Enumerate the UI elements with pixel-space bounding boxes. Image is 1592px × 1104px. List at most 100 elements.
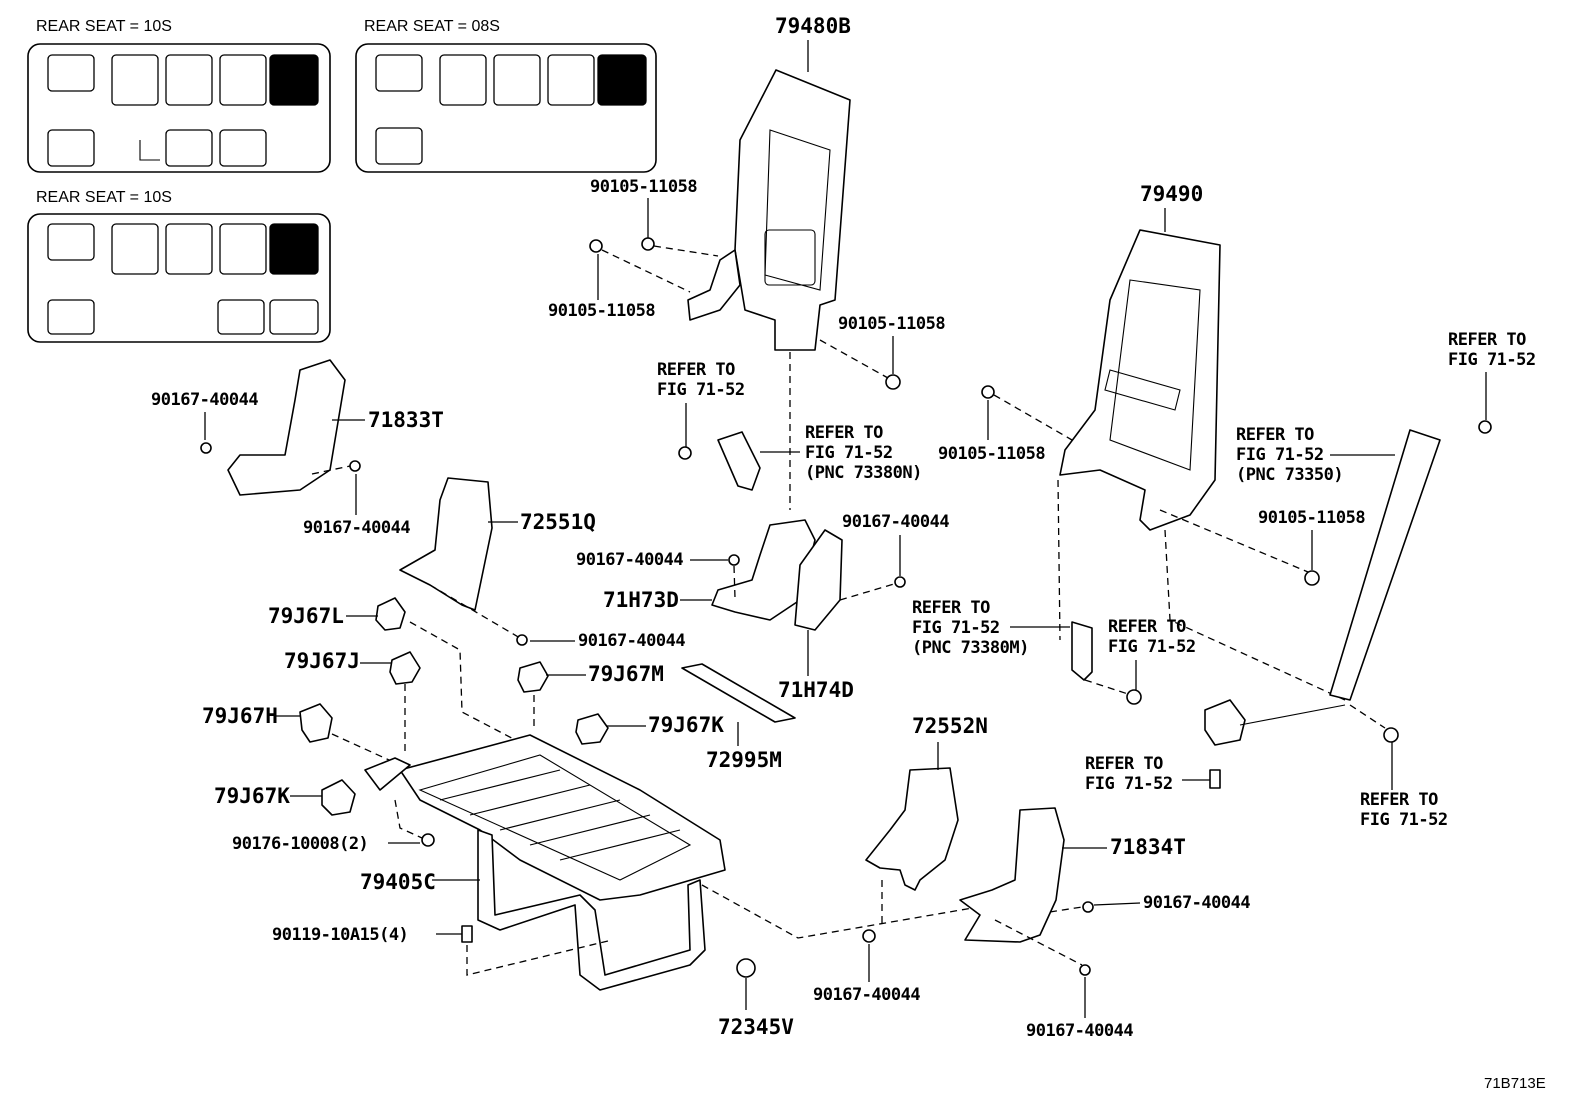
part-label: 90105-11058 <box>838 314 945 334</box>
part-label: 79J67K <box>648 713 724 737</box>
frame-inner <box>1109 279 1201 471</box>
cover-72552N <box>865 767 959 891</box>
assembly-line <box>394 799 423 839</box>
seatbelt-buckle <box>1071 621 1093 681</box>
part-label: 72551Q <box>520 510 596 534</box>
screw-icon <box>728 554 740 566</box>
reference-note: REFER TO <box>1360 790 1438 810</box>
reference-note: FIG 71-52 <box>1108 637 1196 657</box>
seat-icon <box>47 223 95 261</box>
part-label: 90167-40044 <box>303 518 410 538</box>
assembly-line <box>819 339 889 379</box>
part-label: 90167-40044 <box>1026 1021 1133 1041</box>
seat-icon <box>547 54 595 106</box>
assembly-line <box>466 939 613 976</box>
reference-note: REFER TO <box>805 423 883 443</box>
reference-note: FIG 71-52 <box>1448 350 1536 370</box>
part-label: 90105-11058 <box>1258 508 1365 528</box>
assembly-line <box>1159 509 1309 573</box>
frame-outline <box>1059 229 1221 531</box>
part-label: 90105-11058 <box>938 444 1045 464</box>
part-label: 71H73D <box>603 588 679 612</box>
part-label: 90167-40044 <box>578 631 685 651</box>
seat-icon-highlighted <box>597 54 647 106</box>
reference-note: FIG 71-52 <box>657 380 745 400</box>
screw-icon <box>349 460 361 472</box>
frame-slats <box>418 754 692 881</box>
bolt-icon <box>885 374 901 390</box>
assembly-line <box>601 249 691 293</box>
frame-legs <box>477 829 706 991</box>
cap-79J67K-2 <box>575 713 609 745</box>
assembly-line <box>993 394 1073 441</box>
bolt-icon <box>1209 769 1221 789</box>
assembly-line <box>311 465 351 475</box>
part-label: 90119-10A15(4) <box>272 925 408 945</box>
reference-note: REFER TO <box>1108 617 1186 637</box>
part-label: 71H74D <box>778 678 854 702</box>
bolt-icon <box>678 446 692 460</box>
part-label: 71833T <box>368 408 444 432</box>
part-label: 72552N <box>912 714 988 738</box>
bolt-icon <box>1478 420 1492 434</box>
frame-hinge <box>364 757 411 791</box>
screw-icon <box>894 576 906 588</box>
part-label: 71834T <box>1110 835 1186 859</box>
part-label: 90167-40044 <box>576 550 683 570</box>
assembly-line <box>1349 704 1386 729</box>
cap-79J67K <box>321 779 356 816</box>
bolt-icon <box>589 239 603 253</box>
seat-config-heading: REAR SEAT = 10S <box>36 189 172 206</box>
reference-note: (PNC 73350) <box>1236 465 1343 485</box>
assembly-line <box>1084 679 1129 695</box>
seat-icon <box>439 54 487 106</box>
leader-line <box>1093 902 1141 906</box>
seat-config-box-3: REAR SEAT = 10S <box>27 189 331 343</box>
cover-71H74D <box>794 529 843 631</box>
seatbelt-webbing <box>1329 429 1441 701</box>
seat-icon-highlighted <box>269 54 319 106</box>
assembly-line <box>409 621 526 746</box>
reference-note: FIG 71-52 <box>1236 445 1324 465</box>
part-label: 90105-11058 <box>548 301 655 321</box>
reference-note: (PNC 73380M) <box>912 638 1029 658</box>
diagram-code: 71B713E <box>1484 1075 1546 1092</box>
seat-icon <box>493 54 541 106</box>
bolt-icon <box>641 237 655 251</box>
sheet-72995M <box>681 663 796 723</box>
seat-icon <box>47 54 95 92</box>
seat-icon <box>269 299 319 335</box>
seat-icon <box>219 54 267 106</box>
screw-icon <box>200 442 212 454</box>
cover-72551Q <box>399 477 493 611</box>
seat-icon-highlighted <box>269 223 319 275</box>
part-label: 90176-10008(2) <box>232 834 368 854</box>
bolt-icon <box>1126 689 1142 705</box>
assembly-line <box>429 584 521 639</box>
cushion-frame-79405C <box>364 734 726 991</box>
assembly-line <box>839 583 895 601</box>
part-label: 90105-11058 <box>590 177 697 197</box>
reference-note: (PNC 73380N) <box>805 463 922 483</box>
assembly-line <box>733 565 736 599</box>
seat-config-heading: REAR SEAT = 10S <box>36 18 172 35</box>
seat-icon <box>47 299 95 335</box>
cap-79J67L <box>375 597 406 631</box>
screw-icon <box>862 929 876 943</box>
reference-note: FIG 71-52 <box>805 443 893 463</box>
cap-79J67H <box>299 703 333 743</box>
seat-icon <box>165 54 213 106</box>
screw-icon <box>1082 901 1094 913</box>
cover-71833T <box>227 359 346 496</box>
seat-icon <box>375 54 423 92</box>
assembly-line <box>1164 529 1346 701</box>
cap-79J67M <box>517 661 549 693</box>
frame-top <box>399 734 726 901</box>
assembly-line <box>1057 479 1061 641</box>
assembly-line <box>701 884 991 939</box>
bolt-icon <box>461 925 473 943</box>
reference-note: REFER TO <box>1236 425 1314 445</box>
cover-71834T <box>959 807 1065 943</box>
